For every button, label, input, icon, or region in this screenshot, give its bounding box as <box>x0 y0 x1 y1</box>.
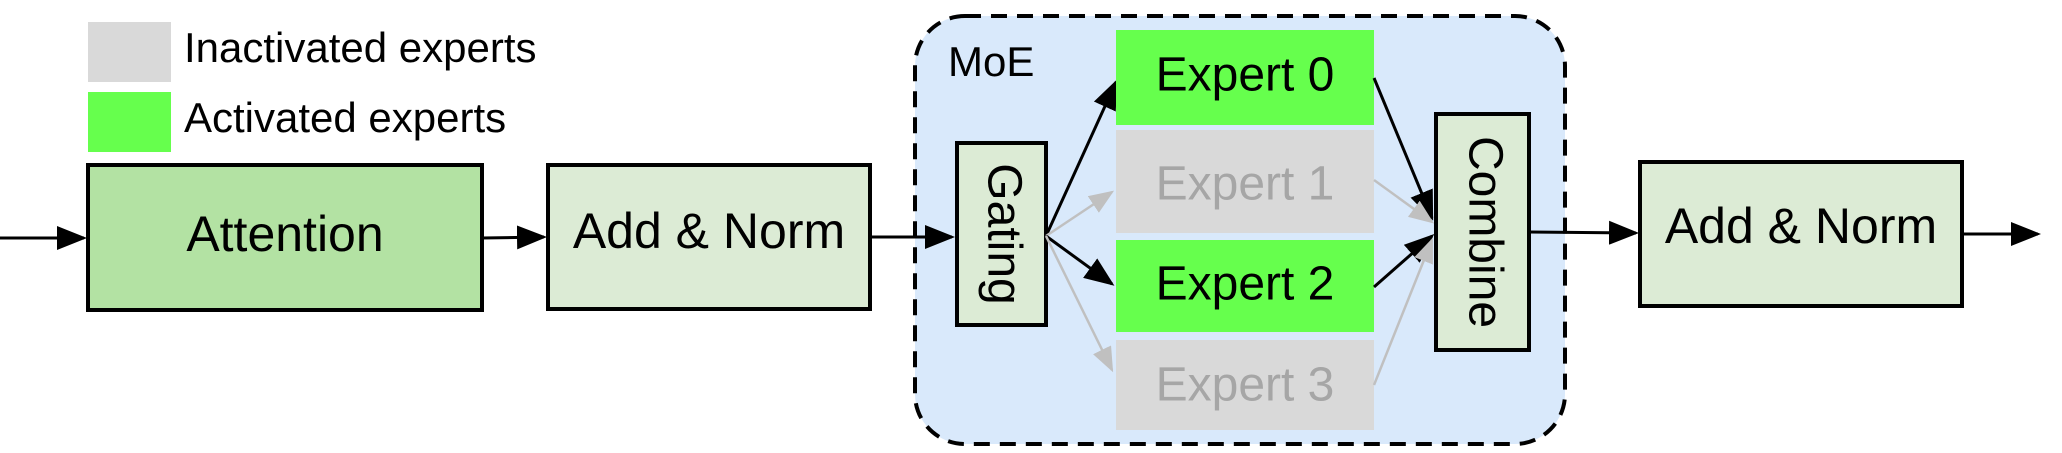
legend-active-label: Activated experts <box>184 94 506 141</box>
gating-to-expert-2-arrow <box>1045 234 1115 286</box>
attention-to-addnorm-arrow <box>481 225 547 250</box>
expert-0-label: Expert 0 <box>1156 49 1335 102</box>
legend: Inactivated experts Activated experts <box>88 22 537 152</box>
gating-to-expert-3-arrow <box>1044 235 1114 373</box>
attention-block <box>86 163 484 312</box>
gating-to-expert-1-arrow <box>1045 190 1115 238</box>
combine-block <box>1434 112 1531 352</box>
legend-inactive-label: Inactivated experts <box>184 24 537 71</box>
expert-3-box <box>1116 340 1374 430</box>
expert-1-to-combine-arrow <box>1373 178 1435 224</box>
combine-label: Combine <box>1458 136 1511 328</box>
add-norm-label-2: Add & Norm <box>1665 198 1937 254</box>
expert-2-box <box>1116 240 1374 332</box>
gating-to-expert-0-arrow <box>1044 79 1118 237</box>
expert-0-box <box>1116 30 1374 125</box>
expert-1-box <box>1116 130 1374 233</box>
add-norm-label-1: Add & Norm <box>573 203 845 259</box>
gating-block <box>955 141 1048 327</box>
expert-0-to-combine-arrow <box>1372 77 1434 221</box>
expert-2-label: Expert 2 <box>1156 258 1335 311</box>
moe-label: MoE <box>948 38 1034 85</box>
attention-label: Attention <box>186 206 383 262</box>
legend-inactive-swatch <box>88 22 171 82</box>
add-norm-block-1 <box>546 163 872 311</box>
combine-to-addnorm-arrow <box>1528 220 1639 245</box>
gating-label: Gating <box>977 163 1030 304</box>
expert-1-label: Expert 1 <box>1156 158 1335 211</box>
legend-active-swatch <box>88 92 171 152</box>
expert-3-label: Expert 3 <box>1156 359 1335 412</box>
expert-3-to-combine-arrow <box>1372 237 1434 386</box>
